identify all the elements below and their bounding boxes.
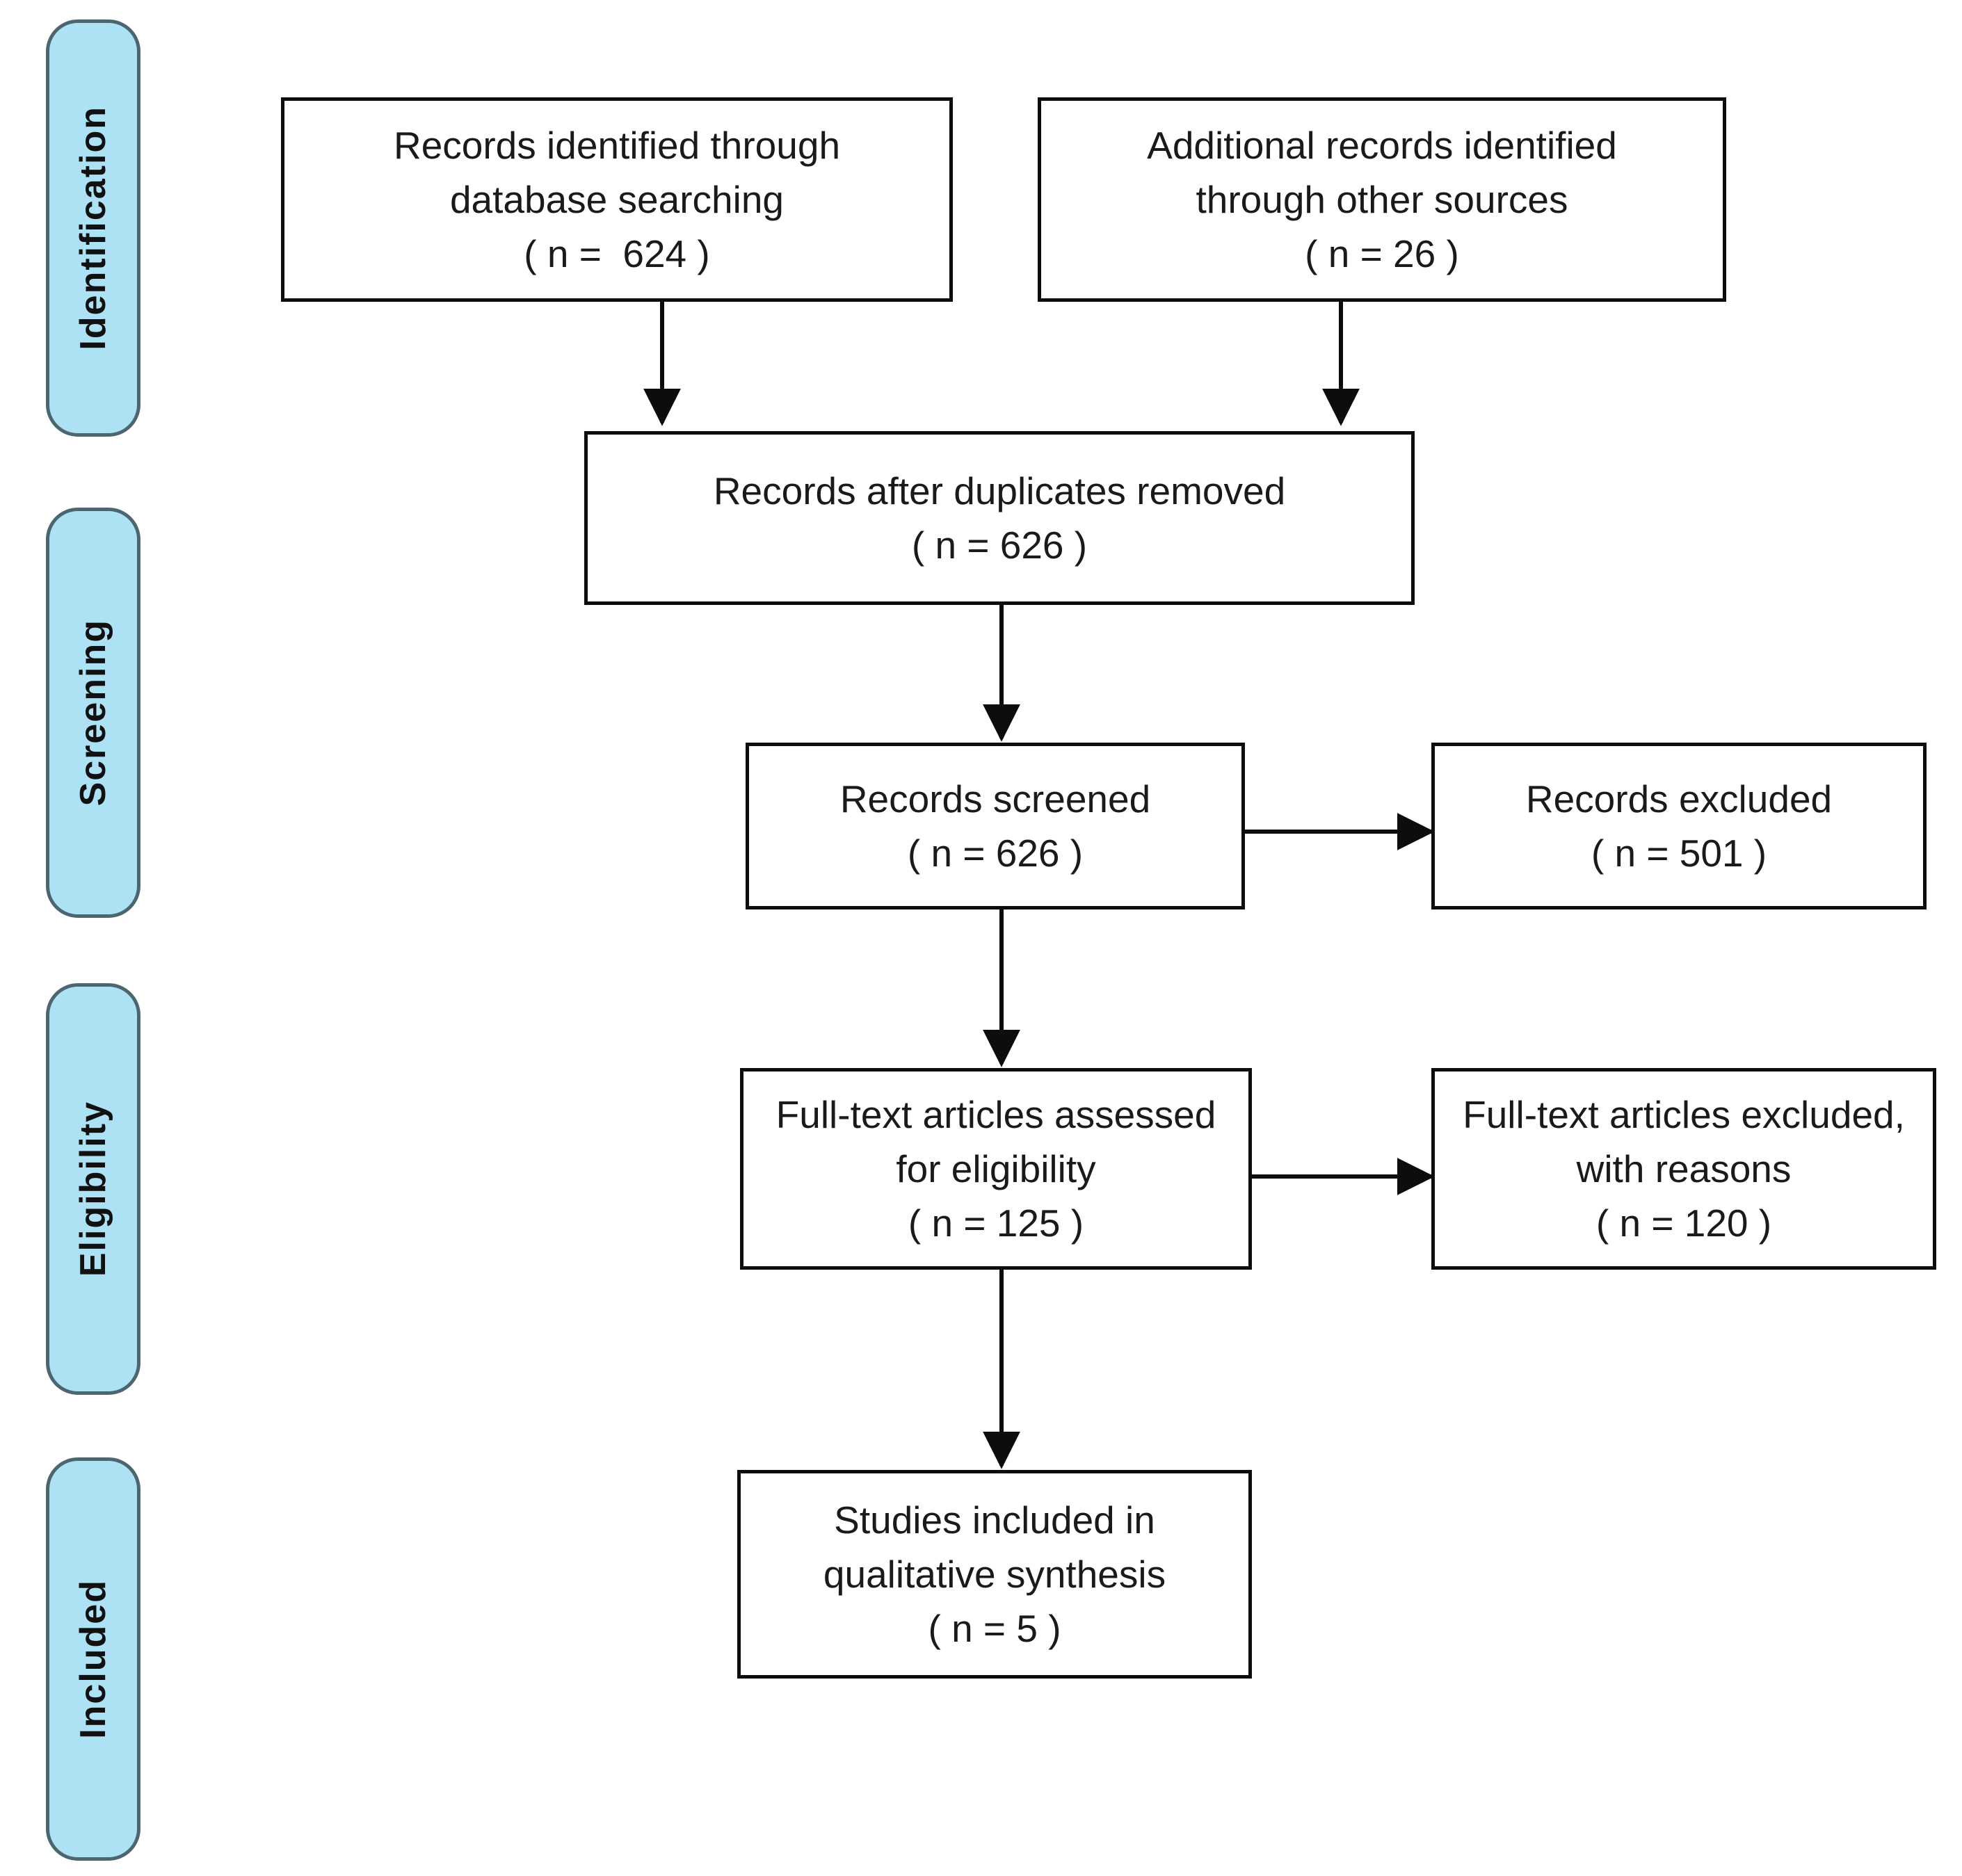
box-count: ( n = 501 ) [1591,832,1767,875]
box-count: ( n = 5 ) [928,1607,1061,1651]
box-count: ( n = 624 ) [524,232,710,276]
box-line: Records after duplicates removed [713,469,1286,512]
box-line: with reasons [1576,1147,1792,1190]
stage-label-eligibility: Eligibility [73,1101,113,1277]
box-count: ( n = 626 ) [907,832,1084,875]
box-line: for eligibility [896,1147,1096,1190]
stage-pill-identification: Identification [46,19,140,437]
box-records-identified-database: Records identified through database sear… [281,97,953,302]
stage-pill-screening: Screening [46,508,140,918]
box-line: Additional records identified [1147,123,1617,167]
box-count: ( n = 125 ) [908,1202,1084,1245]
box-records-after-duplicates-removed: Records after duplicates removed ( n = 6… [584,431,1415,605]
box-studies-included-qualitative: Studies included in qualitative synthesi… [737,1470,1252,1679]
stage-pill-eligibility: Eligibility [46,983,140,1395]
box-additional-records-other-sources: Additional records identified through ot… [1038,97,1726,302]
box-full-text-assessed: Full-text articles assessed for eligibil… [740,1068,1252,1270]
box-full-text-excluded: Full-text articles excluded, with reason… [1431,1068,1936,1270]
box-line: database searching [449,177,785,221]
box-line: qualitative synthesis [823,1552,1166,1596]
box-line: through other sources [1196,177,1568,221]
box-line: Studies included in [834,1498,1155,1542]
box-count: ( n = 120 ) [1595,1202,1772,1245]
box-line: Full-text articles assessed [775,1092,1216,1136]
stage-pill-included: Included [46,1457,140,1861]
box-line: Records screened [839,777,1151,820]
stage-label-identification: Identification [73,106,113,350]
box-count: ( n = 26 ) [1305,232,1459,276]
box-records-excluded: Records excluded ( n = 501 ) [1431,743,1927,909]
box-line: Full-text articles excluded, [1463,1092,1905,1136]
stage-label-included: Included [73,1579,113,1739]
box-line: Records excluded [1525,777,1833,820]
box-count: ( n = 626 ) [911,524,1088,567]
stage-label-screening: Screening [73,619,113,807]
box-line: Records identified through [393,123,841,167]
box-records-screened: Records screened ( n = 626 ) [746,743,1245,909]
